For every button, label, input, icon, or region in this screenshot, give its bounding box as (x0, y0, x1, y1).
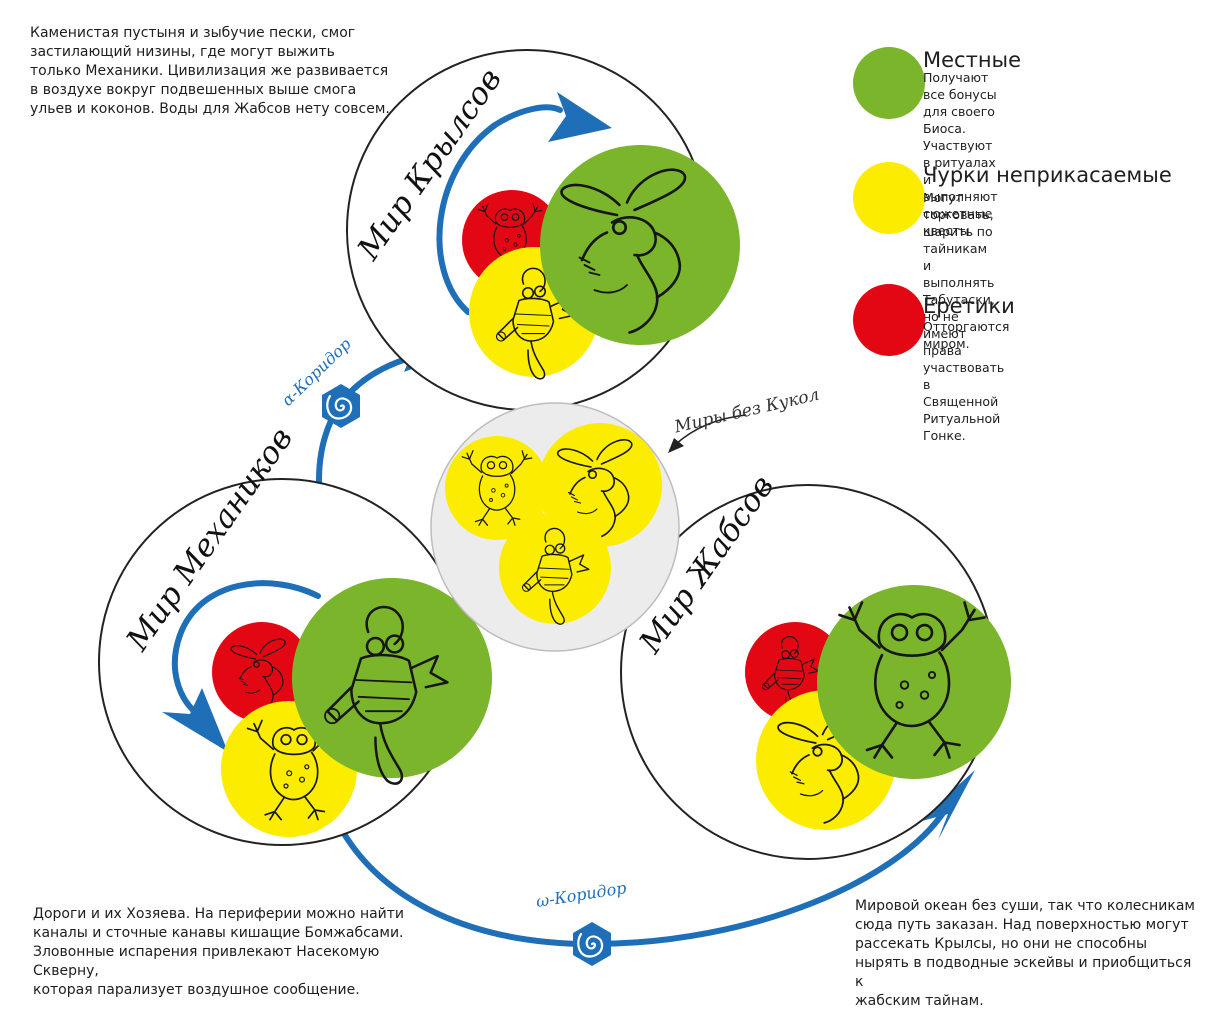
world-krylsy: Мир Крылсов (346, 49, 740, 411)
world-mekhaniki: Мир Механиков (98, 421, 492, 846)
legend-desc-local: Получают все бонусы для своего Биоса. Уч… (923, 70, 998, 238)
local-disc-mekhaniki (292, 578, 492, 778)
puppetless-label: Миры без Кукол (672, 385, 822, 438)
omega-portal-icon (571, 920, 613, 968)
omega-corridor-label: ω-Коридор (535, 878, 628, 911)
puppetless-arrow (668, 414, 747, 453)
legend-title-untouchable: Чурки неприкасаемые (923, 163, 1172, 187)
legend-desc-untouchable: Могут торговать, шарить по тайникам и вы… (923, 190, 1005, 443)
rotation-arrow-mekhaniki (162, 580, 321, 752)
legend-title-local: Местные (923, 48, 1022, 72)
legend-desc-heretic: Отторгаются миром. (923, 319, 1010, 351)
puppetless-disc-mech (499, 512, 611, 624)
legend-swatch-red (853, 284, 925, 356)
krylsy-world-description: Каменистая пустыня и зыбучие пески, смог… (30, 25, 390, 117)
rotation-arrow-krylsy (436, 92, 612, 315)
local-disc-krylsy (540, 145, 740, 345)
mekhaniki-world-description: Дороги и их Хозяева. На периферии можно … (33, 906, 405, 998)
zhabsy-world-description: Мировой океан без суши, так что колесник… (855, 898, 1195, 1009)
legend-title-heretic: Еретики (923, 294, 1015, 318)
legend-swatch-green (853, 47, 925, 119)
local-disc-zhabsy (817, 585, 1011, 779)
puppetless-worlds (430, 402, 680, 652)
world-zhabsy: Мир Жабсов (620, 469, 1011, 860)
heretic-disc-mekhaniki (212, 622, 312, 722)
legend-swatch-yellow (853, 162, 925, 234)
